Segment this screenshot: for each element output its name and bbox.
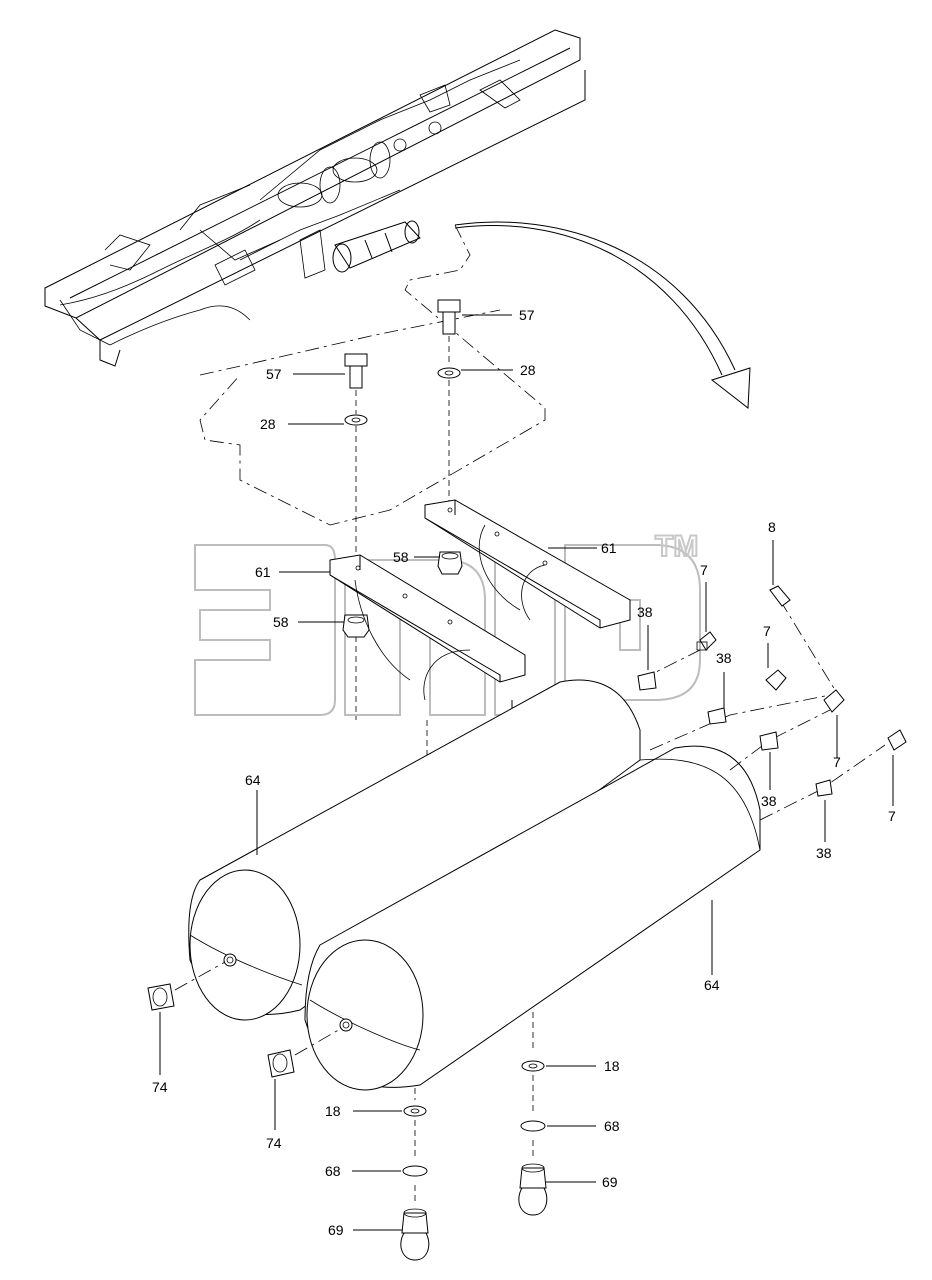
callout-38-c: 38 bbox=[761, 793, 777, 809]
drain-valve-icon bbox=[400, 1208, 430, 1261]
plug-icon bbox=[147, 983, 175, 1011]
callout-61-left: 61 bbox=[255, 564, 271, 580]
callout-68-right: 68 bbox=[604, 1118, 620, 1134]
drain-valve-icon bbox=[518, 1163, 548, 1216]
seal-ring-icon bbox=[520, 1120, 546, 1132]
fitting-icon bbox=[707, 707, 727, 725]
leader-lines bbox=[159, 314, 894, 1231]
washer-icon bbox=[403, 1105, 427, 1117]
callout-28-left: 28 bbox=[260, 416, 276, 432]
callout-57-top: 57 bbox=[519, 307, 535, 323]
fitting-icon bbox=[759, 731, 779, 751]
receiver-tank-icon bbox=[188, 679, 641, 1021]
bolt-icon bbox=[437, 299, 461, 335]
bracket-icon bbox=[329, 554, 526, 720]
callout-8: 8 bbox=[768, 519, 776, 535]
bracket-icon bbox=[424, 499, 631, 629]
bolt-icon bbox=[344, 353, 368, 389]
callout-57-left: 57 bbox=[266, 366, 282, 382]
fitting-icon bbox=[887, 729, 907, 751]
seal-ring-icon bbox=[402, 1165, 428, 1177]
callout-58-upper: 58 bbox=[393, 549, 409, 565]
direction-arrow-icon bbox=[454, 221, 751, 409]
callout-64-left: 64 bbox=[245, 772, 261, 788]
callout-61-right: 61 bbox=[601, 540, 617, 556]
callout-64-right: 64 bbox=[704, 977, 720, 993]
callout-68-left: 68 bbox=[325, 1163, 341, 1179]
callout-18-left: 18 bbox=[325, 1103, 341, 1119]
receiver-tank-icon bbox=[332, 220, 421, 273]
plug-icon bbox=[267, 1049, 295, 1078]
callout-74-right: 74 bbox=[266, 1135, 282, 1151]
callout-38-b: 38 bbox=[716, 650, 732, 666]
nut-icon bbox=[437, 551, 463, 575]
receiver-tank-icon bbox=[304, 745, 761, 1091]
callout-69-left: 69 bbox=[328, 1222, 344, 1238]
washer-icon bbox=[521, 1060, 545, 1072]
nut-icon bbox=[342, 614, 370, 638]
washer-icon bbox=[344, 414, 368, 426]
fitting-icon bbox=[637, 671, 657, 691]
callout-69-right: 69 bbox=[602, 1174, 618, 1190]
fitting-icon bbox=[765, 669, 787, 691]
callout-74-left: 74 bbox=[152, 1079, 168, 1095]
watermark-trademark: TM bbox=[655, 530, 698, 563]
callout-7-a: 7 bbox=[700, 562, 708, 578]
callout-58-lower: 58 bbox=[273, 614, 289, 630]
callout-7-d: 7 bbox=[888, 808, 896, 824]
chassis-frame-icon bbox=[44, 29, 586, 526]
fitting-icon bbox=[769, 585, 791, 607]
fitting-icon bbox=[823, 689, 845, 713]
callout-38-d: 38 bbox=[816, 845, 832, 861]
callout-38-a: 38 bbox=[637, 604, 653, 620]
callout-7-b: 7 bbox=[763, 623, 771, 639]
fitting-icon bbox=[815, 779, 833, 797]
washer-icon bbox=[437, 367, 461, 379]
callout-7-c: 7 bbox=[833, 754, 841, 770]
callout-28-right: 28 bbox=[520, 362, 536, 378]
callout-18-right: 18 bbox=[604, 1058, 620, 1074]
fitting-icon bbox=[696, 631, 717, 651]
